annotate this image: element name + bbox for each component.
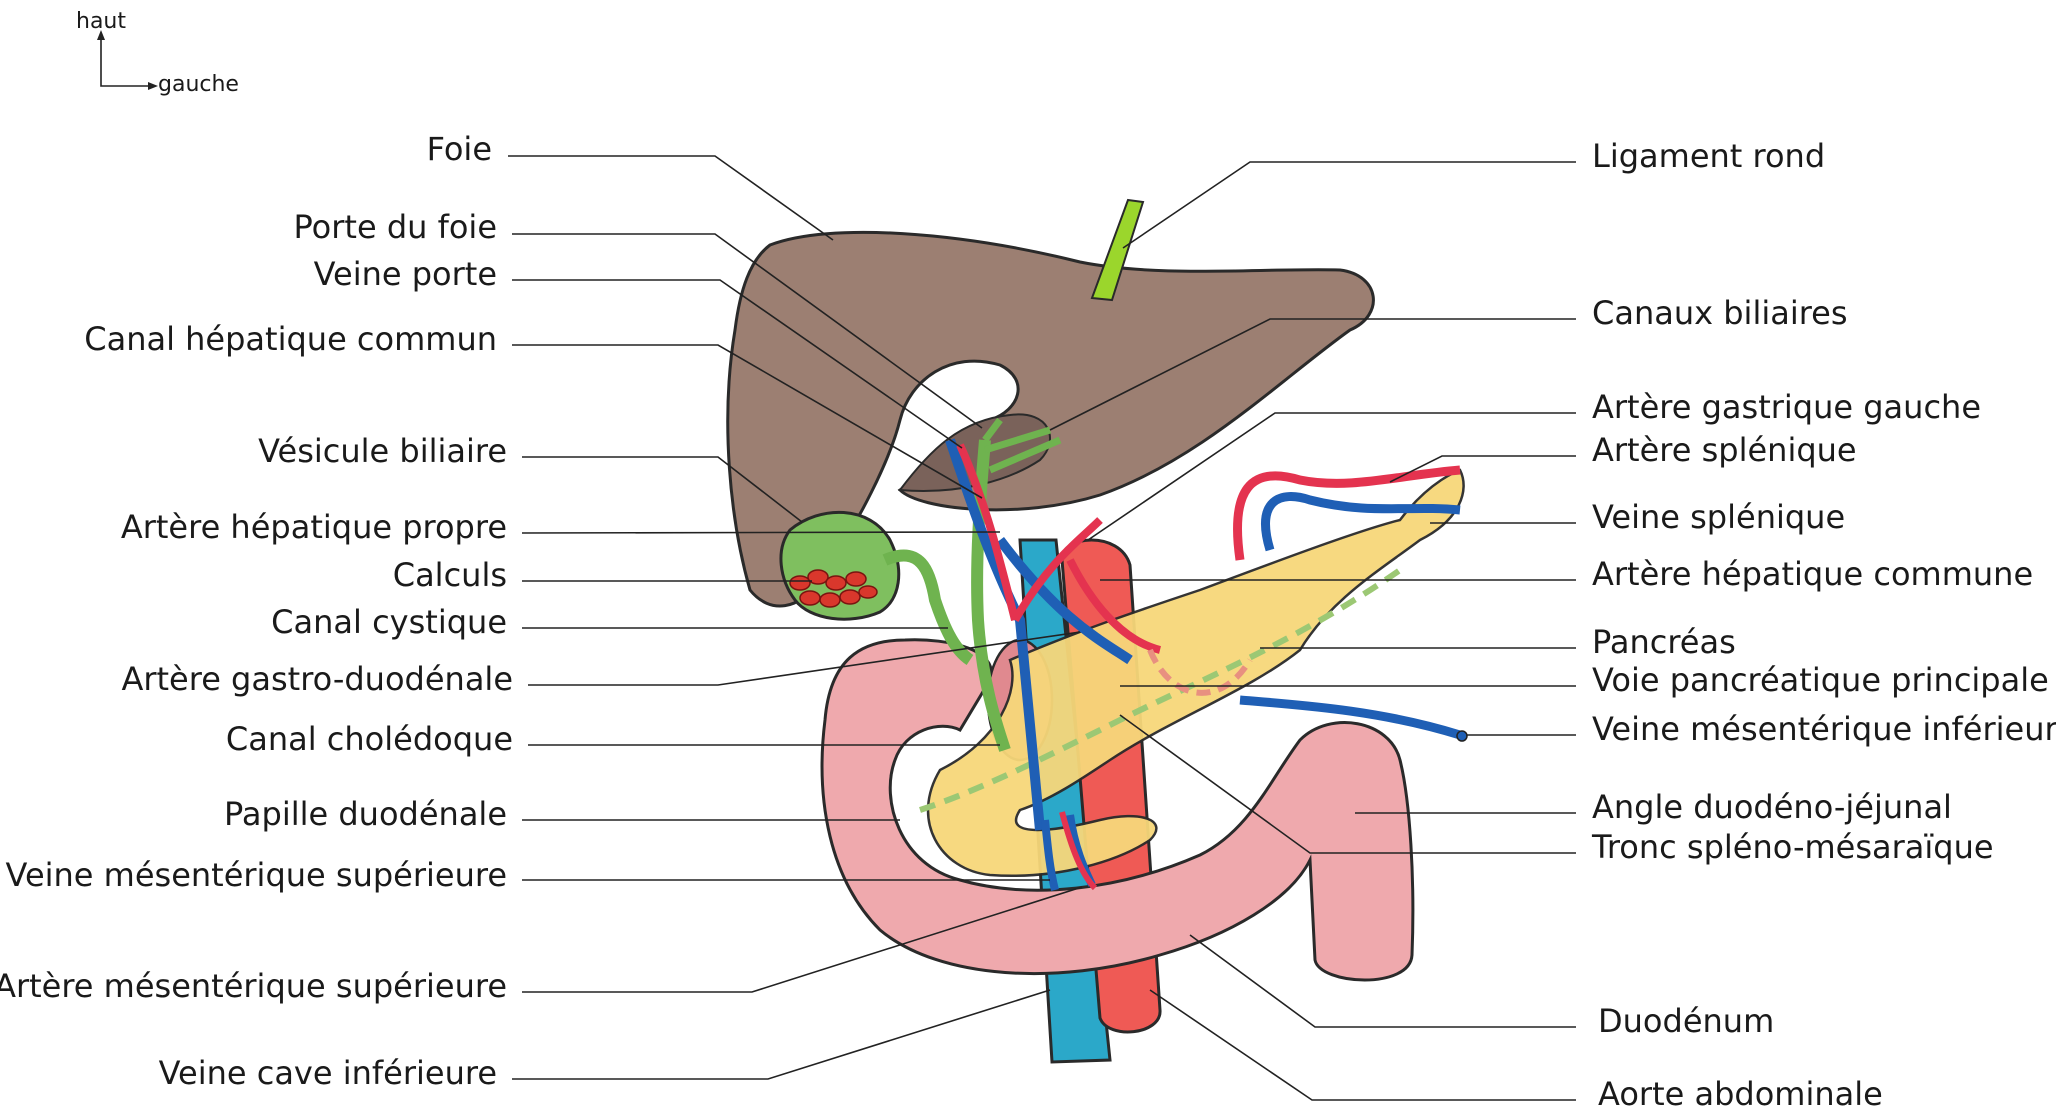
label-pancreas: Pancréas — [1592, 623, 1736, 661]
leader-aorte-abdominale — [1150, 990, 1576, 1100]
label-ligament-rond: Ligament rond — [1592, 137, 1825, 175]
gallstone — [790, 576, 810, 590]
orientation-up-label: haut — [76, 9, 126, 34]
label-artere-mesenterique-superieure: Artère mésentérique supérieure — [0, 967, 507, 1005]
label-canal-cystique: Canal cystique — [271, 603, 507, 641]
leader-veine-cave-inferieure — [512, 990, 1050, 1079]
gallstone — [840, 590, 860, 604]
label-duodenum: Duodénum — [1598, 1002, 1774, 1040]
label-veine-splenique: Veine splénique — [1592, 498, 1845, 536]
label-artere-hepatique-commune: Artère hépatique commune — [1592, 555, 2033, 593]
orientation-axes — [101, 33, 155, 86]
label-canal-choledoque: Canal cholédoque — [226, 720, 513, 758]
gallstone — [846, 572, 866, 586]
label-tronc-spleno-mesaraique: Tronc spléno-mésaraïque — [1591, 828, 1994, 866]
anatomy-illustration — [728, 200, 1467, 1062]
label-veine-cave-inferieure: Veine cave inférieure — [159, 1054, 497, 1092]
gallstone — [826, 576, 846, 590]
inferior-mesenteric-vein-end — [1457, 731, 1467, 741]
leader-ligament-rond — [1123, 162, 1576, 248]
label-artere-splenique: Artère splénique — [1592, 431, 1857, 469]
gallstone — [820, 593, 840, 607]
label-artere-gastro-duodenale: Artère gastro-duodénale — [121, 660, 513, 698]
label-veine-mesenterique-inferieure: Veine mésentérique inférieure — [1592, 710, 2056, 748]
label-porte-du-foie: Porte du foie — [294, 208, 497, 246]
label-aorte-abdominale: Aorte abdominale — [1598, 1075, 1883, 1113]
label-veine-mesenterique-superieure: Veine mésentérique supérieure — [6, 856, 507, 894]
leader-foie — [508, 156, 833, 240]
label-angle-duodeno-jejunal: Angle duodéno-jéjunal — [1592, 788, 1952, 826]
orientation-left-arrow — [148, 82, 158, 90]
gallstone — [859, 586, 877, 598]
labels-left: Foie Porte du foie Veine porte Canal hép… — [0, 130, 513, 1092]
gallstone — [800, 591, 820, 605]
label-veine-porte: Veine porte — [314, 255, 497, 293]
label-artere-gastrique-gauche: Artère gastrique gauche — [1592, 388, 1981, 426]
label-voie-pancreatique-principale: Voie pancréatique principale — [1592, 661, 2049, 699]
label-canal-hepatique-commun: Canal hépatique commun — [84, 320, 497, 358]
orientation-indicator: haut gauche — [76, 9, 239, 97]
label-vesicule-biliaire: Vésicule biliaire — [258, 432, 507, 470]
label-canaux-biliaires: Canaux biliaires — [1592, 294, 1848, 332]
label-papille-duodenale: Papille duodénale — [224, 795, 507, 833]
label-artere-hepatique-propre: Artère hépatique propre — [121, 508, 507, 546]
gallstone — [808, 570, 828, 584]
label-foie: Foie — [427, 130, 492, 168]
orientation-left-label: gauche — [158, 72, 239, 97]
label-calculs: Calculs — [393, 556, 507, 594]
leader-artere-hepatique-propre — [522, 532, 1000, 533]
labels-right: Ligament rond Canaux biliaires Artère ga… — [1591, 137, 2056, 1113]
